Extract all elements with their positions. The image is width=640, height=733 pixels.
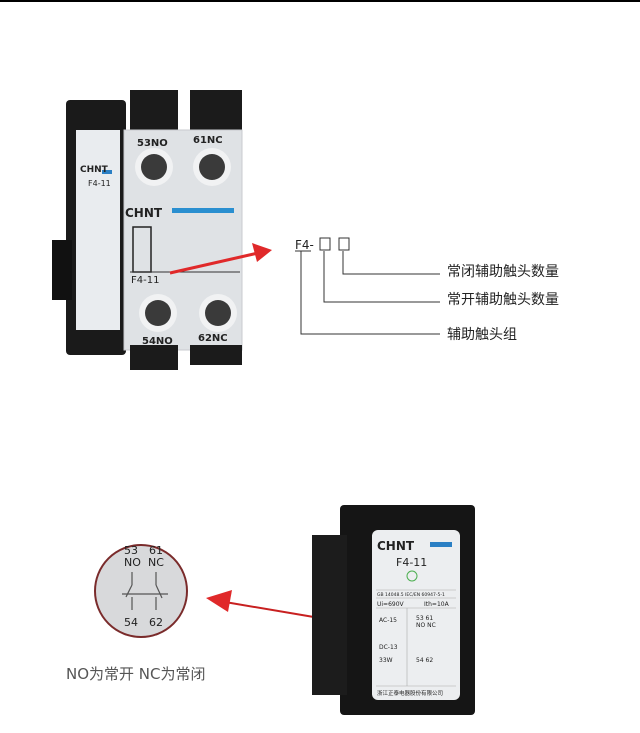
- dc-power: 33W: [379, 657, 393, 664]
- circle-type-nc: NC: [148, 556, 164, 569]
- circle-num-53: 53: [124, 544, 138, 557]
- contact-block-top: [52, 90, 243, 370]
- code-prefix: F4-: [295, 238, 314, 252]
- contact-block-bottom: [312, 505, 475, 715]
- terminal-53no: 53NO: [137, 138, 168, 149]
- contacts-bottom-numbers: 54 62: [416, 657, 433, 664]
- contact-symbol-circle: [94, 544, 188, 638]
- terminal-62nc: 62NC: [198, 333, 228, 344]
- ac-category: AC-15: [379, 617, 397, 624]
- ith-rating: Ith=10A: [424, 601, 450, 608]
- circle-num-61: 61: [149, 544, 163, 557]
- top-border: [0, 0, 640, 2]
- ui-rating: Ui=690V: [377, 601, 405, 608]
- terminal-61nc: 61NC: [193, 135, 223, 146]
- brand-logo-bottom: CHNT: [377, 539, 415, 553]
- arrow-top: [169, 243, 272, 275]
- label-no-count: 常开辅助触头数量: [447, 292, 559, 308]
- circle-type-no: NO: [124, 556, 141, 569]
- standard-text: GB 14048.5 IEC/EN 60947-5-1: [377, 592, 445, 598]
- label-nc-count: 常闭辅助触头数量: [447, 264, 559, 280]
- code-diagram: [295, 237, 440, 335]
- model-label-top: F4-11: [131, 275, 159, 286]
- terminal-54no: 54NO: [142, 336, 173, 347]
- brand-logo-top: CHNT: [125, 206, 163, 220]
- side-model: F4-11: [88, 179, 111, 188]
- model-label-bottom: F4-11: [396, 556, 427, 569]
- circle-num-54: 54: [124, 616, 138, 629]
- contacts-types: NO NC: [416, 622, 436, 629]
- no-nc-caption: NO为常开 NC为常闭: [66, 665, 206, 683]
- side-brand-logo: CHNT: [80, 165, 109, 175]
- label-contact-group: 辅助触头组: [447, 327, 517, 343]
- contacts-top-numbers: 53 61: [416, 615, 433, 622]
- manufacturer: 浙江正泰电器股份有限公司: [377, 689, 443, 697]
- dc-category: DC-13: [379, 644, 398, 651]
- circle-num-62: 62: [149, 616, 163, 629]
